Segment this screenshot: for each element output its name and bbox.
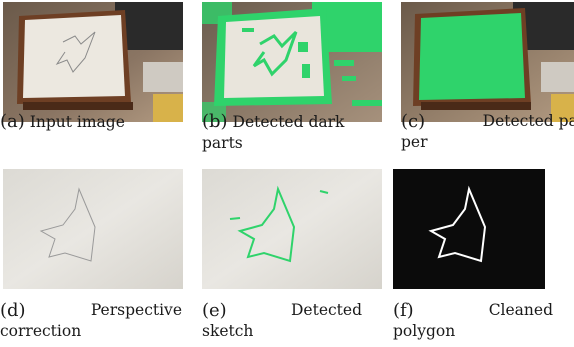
caption-text-line2: parts (202, 134, 243, 152)
caption-label: (b) (202, 111, 228, 132)
caption-c: (c) Detected pa- per (401, 111, 574, 153)
cleaned-polygon-image (393, 169, 545, 289)
detected-sketch-image (202, 169, 382, 289)
caption-text-line1: Detected pa- (482, 112, 574, 130)
detected-paper-image (401, 2, 574, 122)
caption-label: (a) (0, 111, 25, 132)
caption-text-line1: Perspective (90, 301, 182, 319)
caption-text-line2: polygon (393, 322, 456, 340)
caption-f: (f) Cleaned polygon (393, 300, 553, 342)
caption-label: (d) (0, 300, 26, 321)
caption-label: (c) (401, 111, 426, 132)
perspective-correction-image (3, 169, 183, 289)
caption-b: (b) Detected dark parts (202, 111, 384, 154)
caption-label: (e) (202, 300, 227, 321)
caption-text-line2: correction (0, 322, 82, 340)
caption-text-line2: per (401, 133, 428, 151)
input-image-photo (3, 2, 183, 122)
caption-text-line1: Detected (290, 301, 362, 319)
caption-a: (a) Input image (0, 111, 182, 133)
caption-text: Input image (29, 113, 125, 131)
caption-text-line1: Cleaned (488, 301, 553, 319)
caption-e: (e) Detected sketch (202, 300, 384, 342)
panel-f-cleaned-polygon (393, 169, 545, 289)
panel-b-detected-dark-parts (202, 2, 382, 122)
caption-d: (d) Perspective correction (0, 300, 182, 342)
detected-dark-parts-image (202, 2, 382, 122)
panel-d-perspective-correction (3, 169, 183, 289)
panel-a-input-image (3, 2, 183, 122)
caption-text-line2: sketch (202, 322, 254, 340)
panel-e-detected-sketch (202, 169, 382, 289)
panel-c-detected-paper (401, 2, 574, 122)
caption-label: (f) (393, 300, 414, 321)
caption-text-line1: Detected dark (232, 113, 345, 131)
